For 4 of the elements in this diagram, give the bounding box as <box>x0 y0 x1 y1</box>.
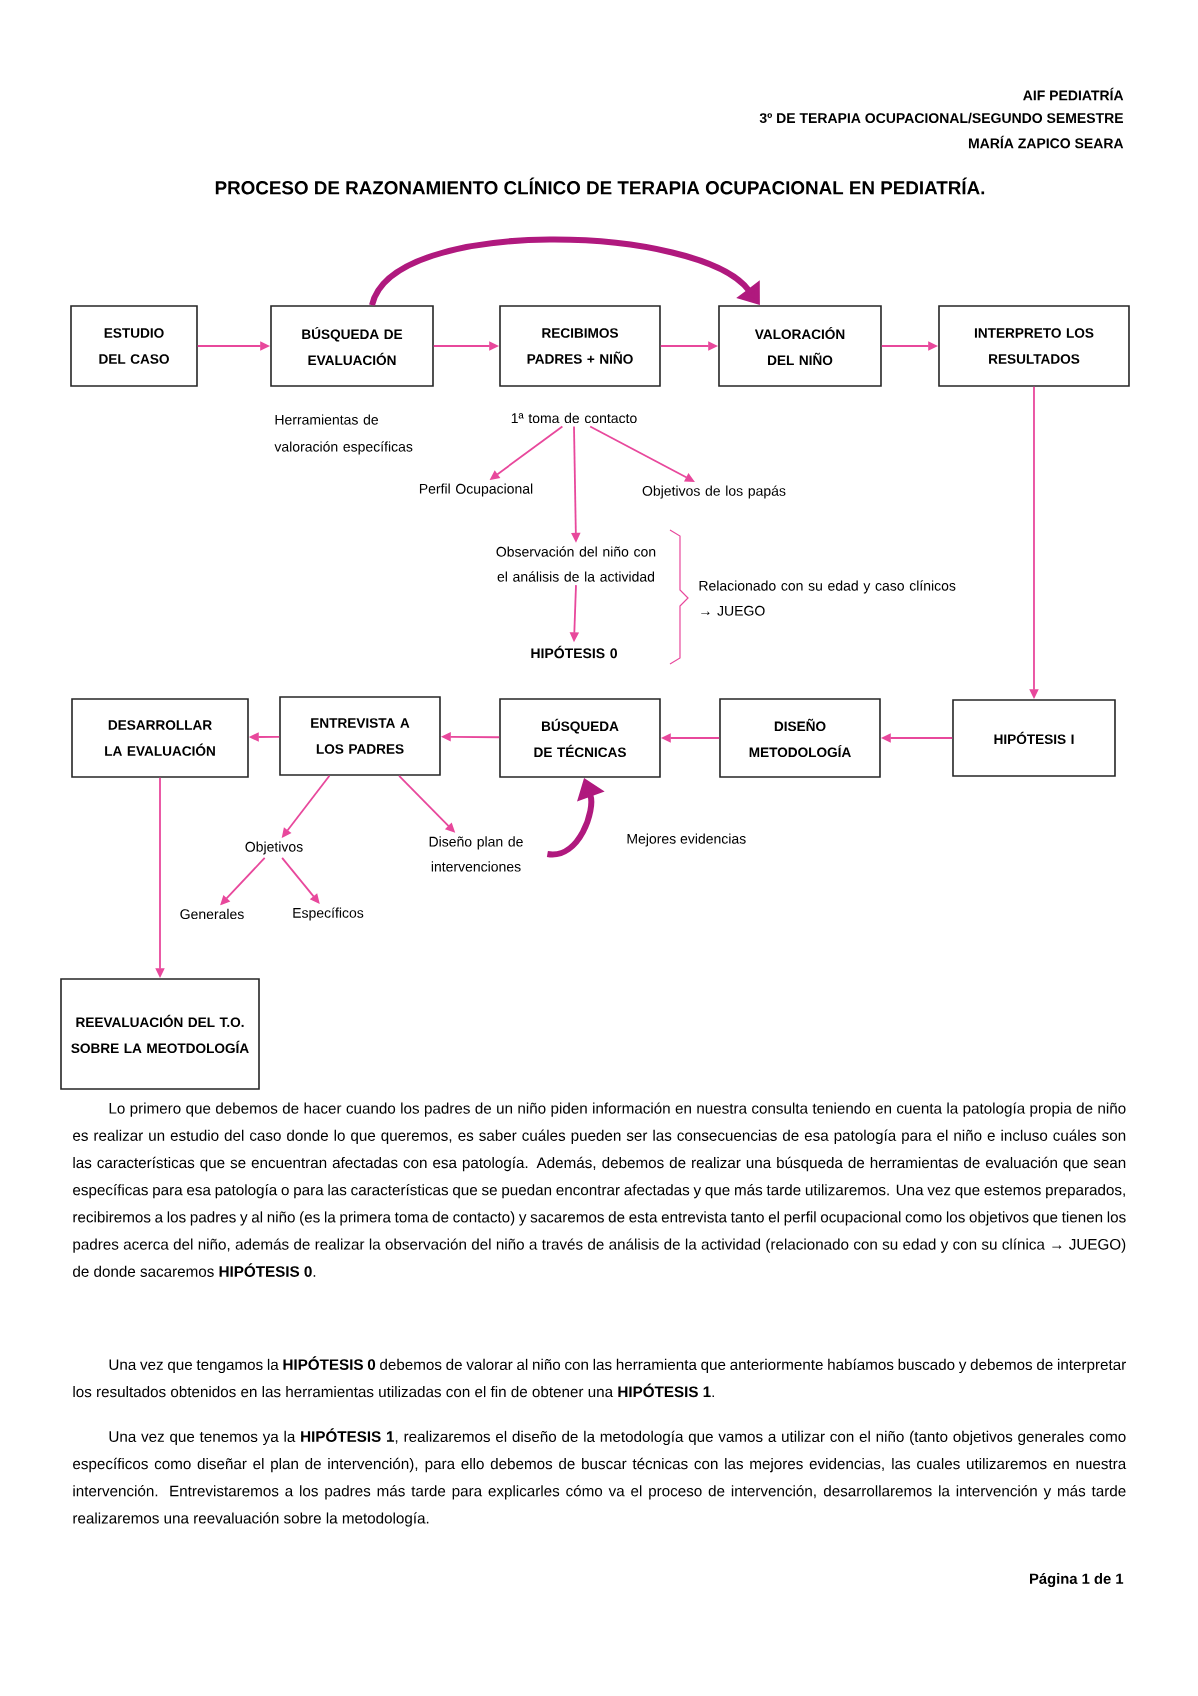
arrow <box>589 425 695 482</box>
arrow <box>369 236 760 307</box>
title: PROCESO DE RAZONAMIENTO CLÍNICO DE TERAPIA OCUPACIONAL EN PEDIATRÍA. <box>215 177 985 195</box>
arrow <box>281 857 320 904</box>
